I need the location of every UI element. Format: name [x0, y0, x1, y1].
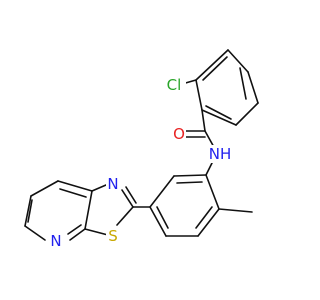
chlorophenyl-ring — [195, 49, 259, 126]
bond — [195, 79, 203, 111]
bond — [201, 109, 237, 126]
bond — [149, 175, 175, 208]
atom-thiazole-nitrogen: N — [106, 175, 120, 193]
bond — [201, 109, 206, 132]
bond — [176, 181, 203, 184]
bond — [149, 206, 167, 237]
bond — [84, 190, 93, 230]
bond — [24, 195, 32, 227]
molecule-structure: Cl O NH N S N — [24, 49, 259, 250]
bond — [235, 102, 259, 126]
bond — [247, 71, 259, 104]
atom-pyridine-nitrogen: N — [48, 232, 64, 250]
bond — [59, 188, 87, 198]
atom-oxygen: O — [172, 125, 186, 143]
bond — [27, 199, 33, 223]
bond — [91, 184, 107, 192]
atom-label-n-pyridine: N — [50, 232, 61, 250]
bond — [205, 174, 220, 210]
atom-label-o: O — [173, 125, 185, 143]
bond — [239, 67, 247, 100]
bond — [67, 224, 82, 235]
bond — [227, 49, 249, 73]
bond — [205, 105, 232, 120]
atom-label-n-thiazole: N — [107, 175, 118, 193]
bond — [218, 208, 253, 213]
atom-amide-nitrogen: NH — [208, 145, 232, 163]
bond — [30, 180, 59, 197]
bond — [197, 208, 220, 237]
atom-sulfur: S — [106, 227, 120, 245]
atom-label-nh: NH — [209, 145, 232, 163]
bond — [156, 206, 169, 229]
methylphenyl-ring — [149, 174, 220, 237]
bond — [173, 174, 207, 177]
atom-label-s: S — [108, 227, 118, 245]
bond — [202, 56, 228, 81]
bond — [69, 228, 86, 241]
bond — [125, 186, 137, 204]
bond — [84, 228, 109, 236]
bond — [195, 49, 229, 81]
bond — [195, 206, 213, 229]
bond — [116, 206, 134, 226]
atom-chlorine: Cl — [164, 75, 186, 94]
bond — [24, 225, 46, 241]
thiazolopyridine-ring — [24, 180, 137, 241]
bond — [57, 180, 93, 192]
bond — [121, 189, 134, 208]
atom-label-cl: Cl — [167, 76, 182, 94]
